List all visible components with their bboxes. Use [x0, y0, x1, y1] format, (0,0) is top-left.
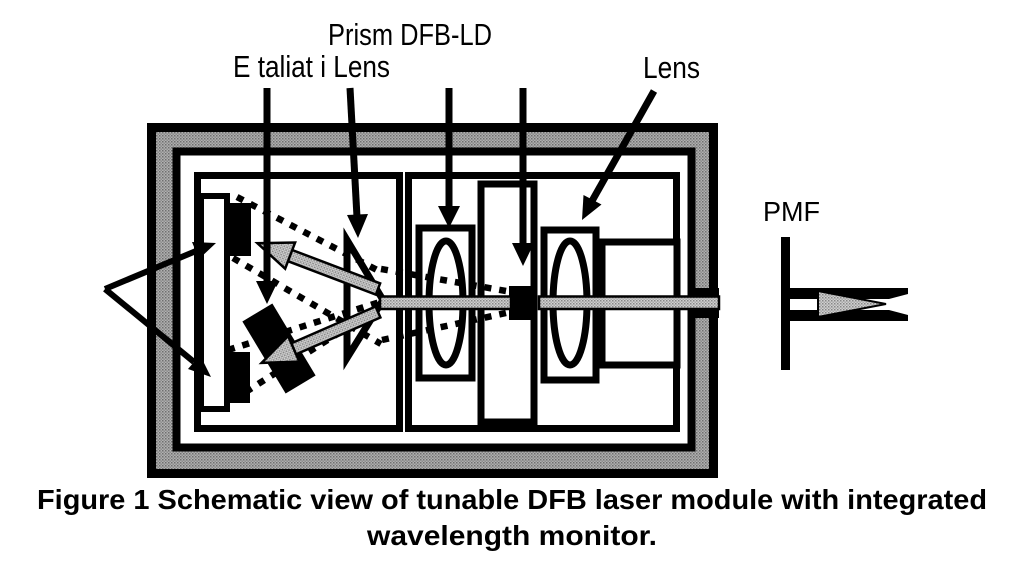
pmf-fiber-assembly [781, 237, 908, 370]
dotted-beam-etalon-upper [227, 298, 381, 354]
label-prism-dfb-ld: Prism DFB-LD [328, 17, 492, 52]
arrow-to-top-pd [103, 248, 198, 292]
arrow-to-etalon [256, 88, 278, 304]
label-lens: Lens [643, 50, 700, 85]
fiber-clad-top [788, 288, 908, 299]
feedthrough-rail-top [690, 288, 719, 297]
top-photodiode [226, 203, 251, 256]
pd-carrier [198, 193, 230, 412]
arrow-to-dfb-ld [512, 88, 534, 266]
dotted-beam-to-ld-upper [380, 265, 507, 295]
arrow-to-lens2 [582, 89, 658, 220]
focused-light-cone [817, 289, 887, 319]
figure-caption-line1: Figure 1 Schematic view of tunable DFB l… [37, 484, 987, 515]
fiber-clad-bottom [788, 310, 908, 321]
dotted-beam-topPD-upper [235, 194, 381, 274]
feedthrough-rail-bottom [690, 308, 719, 318]
dotted-beam-to-ld-lower [381, 309, 507, 344]
label-pointer-arrows [103, 87, 658, 377]
label-etalon-lens: E taliat i Lens [233, 49, 390, 84]
arrow-to-bottom-pd [103, 286, 196, 365]
arrow-to-lens1 [438, 88, 460, 228]
beam-output [537, 295, 721, 311]
arrow-to-prism [346, 87, 368, 238]
dfb-ld-chip [509, 286, 537, 320]
label-pmf: PMF [763, 196, 820, 227]
bottom-photodiode [224, 352, 250, 403]
beam-prism-to-ld [378, 295, 513, 311]
beam-envelope-dotted-lines [227, 194, 507, 403]
fiber-core-notch [868, 294, 908, 315]
fiber-ferrule [781, 237, 790, 370]
monitor-beam-arrow-to-etalon [258, 304, 383, 365]
figure-caption-line2: wavelength monitor. [366, 520, 657, 551]
gray-arrowhead [258, 333, 302, 365]
arrow-pair-to-photodiodes [103, 242, 216, 377]
